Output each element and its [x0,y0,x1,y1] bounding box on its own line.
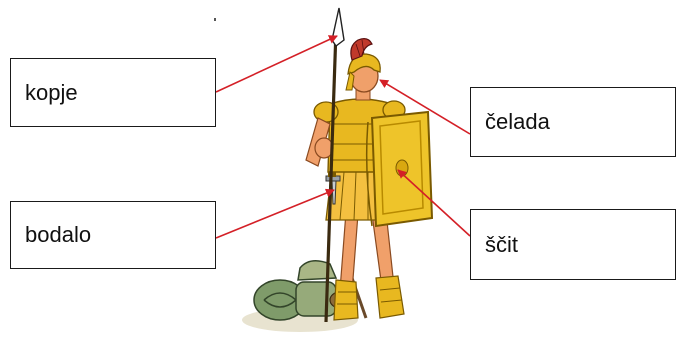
arrow-shield [397,169,471,237]
speck-mark [214,18,216,21]
roman-soldier-illustration [242,7,434,332]
label-box-spear: kopje [10,58,216,127]
label-shield: ščit [485,231,518,257]
arrow-dagger [215,188,335,239]
arrow-spear [215,35,338,93]
label-box-dagger: bodalo [10,201,216,269]
arrow-helmet [379,79,471,135]
label-spear: kopje [25,79,78,105]
label-dagger: bodalo [25,222,92,247]
label-box-helmet: čelada [470,87,676,157]
label-helmet: čelada [485,109,550,134]
label-box-shield: ščit [470,209,676,280]
